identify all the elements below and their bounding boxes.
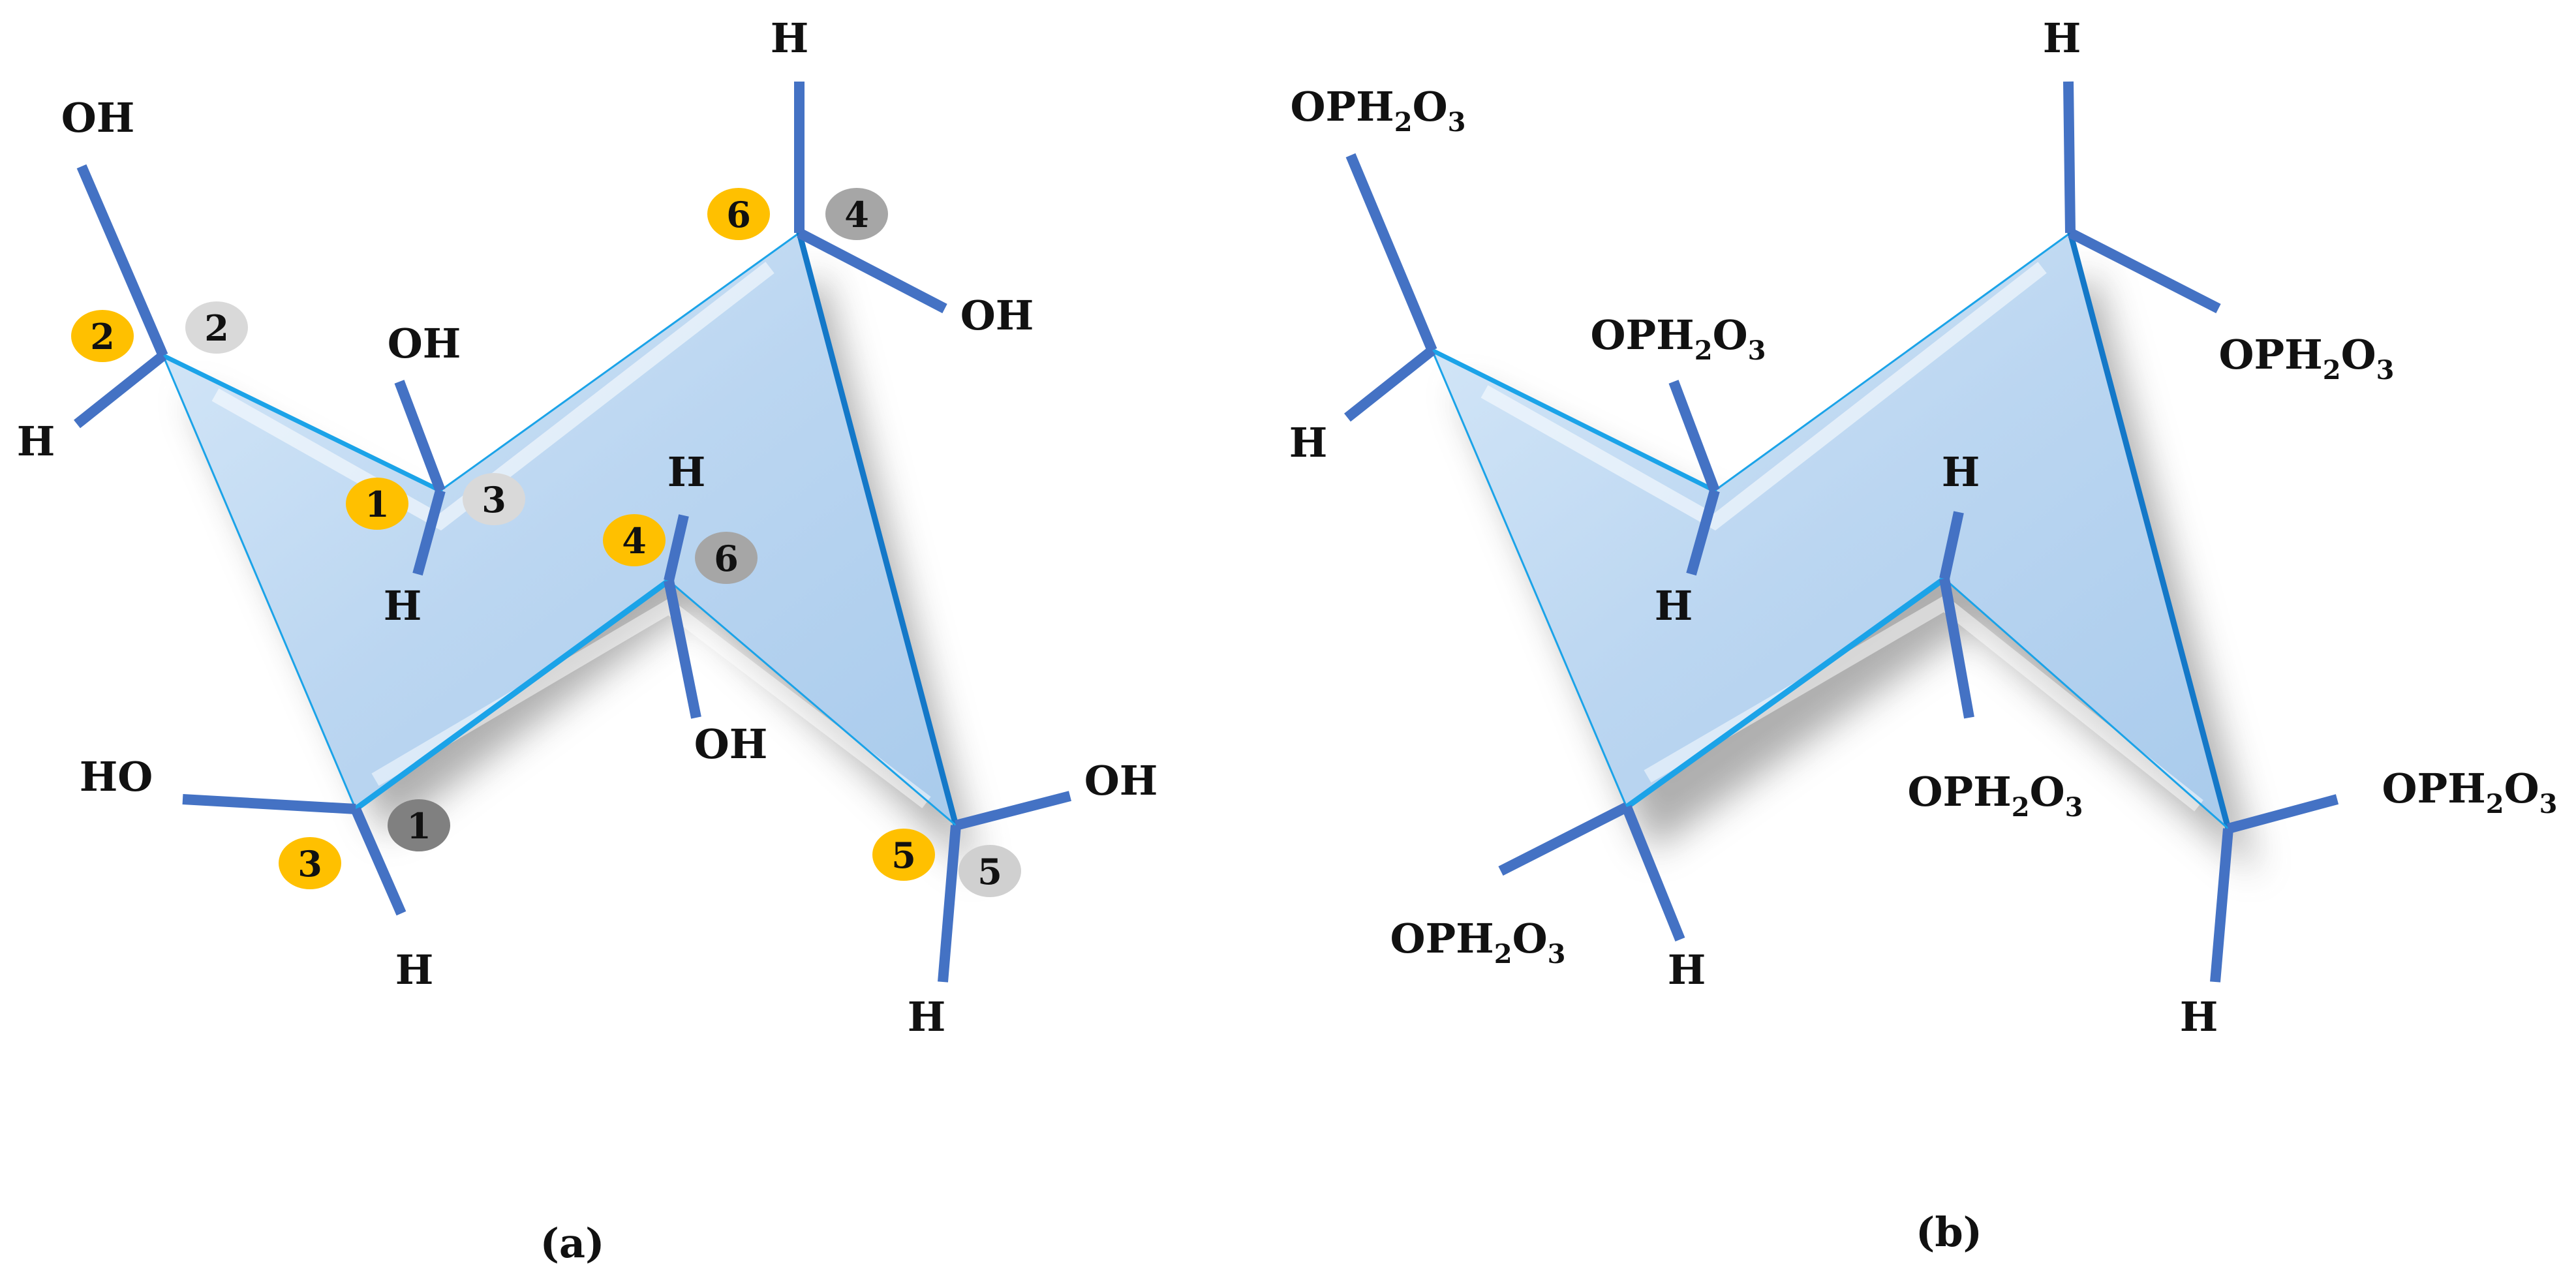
- ring-edges: [161, 230, 959, 829]
- yellow-badge-4: 4: [603, 514, 666, 566]
- panel-a: OH H OH H H OH H OH HO H OH H 2 1 6: [17, 14, 1158, 1267]
- label-oh-right: OH: [1084, 757, 1158, 804]
- label-h-bottom-left: H: [395, 946, 434, 994]
- label-h-bottom-right-b: H: [2180, 993, 2218, 1041]
- ring-edges-b: [1430, 230, 2231, 832]
- label-oph2o3-c4: OPH2O3: [1908, 768, 2083, 823]
- svg-text:2: 2: [204, 307, 229, 349]
- label-oph2o3-top-left: OPH2O3: [1291, 83, 1466, 138]
- svg-text:6: 6: [714, 538, 739, 579]
- label-h-left: H: [17, 418, 55, 465]
- label-h-c4-b: H: [1942, 448, 1980, 496]
- yellow-badge-5: 5: [872, 829, 935, 881]
- yellow-badge-6: 6: [707, 188, 770, 240]
- svg-text:3: 3: [298, 843, 322, 885]
- yellow-badge-1: 1: [346, 478, 408, 530]
- label-oh-top-left: OH: [61, 94, 135, 142]
- substituent-bonds: [74, 82, 1071, 983]
- ring-highlight-b: [1480, 262, 2047, 531]
- label-h-c4: H: [667, 448, 706, 496]
- label-ho-left: HO: [80, 753, 153, 801]
- label-oh-c3: OH: [388, 320, 461, 367]
- label-oph2o3-right: OPH2O3: [2382, 765, 2558, 819]
- yellow-badge-3: 3: [279, 837, 341, 889]
- label-oh-c6: OH: [960, 292, 1034, 339]
- label-h-top: H: [771, 14, 809, 62]
- ring-face: [163, 233, 956, 825]
- label-h-top-b: H: [2043, 14, 2081, 62]
- label-h-c3-b: H: [1655, 582, 1693, 630]
- label-oph2o3-bottom-left: OPH2O3: [1390, 915, 1566, 970]
- svg-text:4: 4: [622, 520, 647, 562]
- grey-badge-1: 1: [388, 799, 450, 851]
- svg-text:3: 3: [482, 479, 506, 521]
- svg-text:5: 5: [977, 851, 1002, 893]
- label-h-bottom-left-b: H: [1668, 946, 1706, 994]
- label-h-c3: H: [384, 582, 422, 630]
- label-oh-c4: OH: [694, 720, 768, 768]
- svg-text:6: 6: [726, 194, 751, 236]
- label-oph2o3-c3: OPH2O3: [1591, 311, 1766, 366]
- grey-badge-5: 5: [958, 845, 1021, 897]
- label-oph2o3-c6: OPH2O3: [2219, 331, 2395, 386]
- svg-text:2: 2: [90, 316, 115, 358]
- svg-text:1: 1: [365, 483, 390, 525]
- caption-a: (a): [540, 1219, 605, 1267]
- label-h-left-b: H: [1289, 419, 1328, 466]
- svg-text:4: 4: [844, 194, 869, 236]
- grey-badge-2: 2: [185, 301, 248, 354]
- grey-badge-3: 3: [463, 473, 525, 525]
- panel-b: OPH2O3 H OPH2O3 H H OPH2O3 H OPH2O3 OPH2…: [1289, 14, 2558, 1256]
- svg-text:5: 5: [891, 834, 916, 876]
- substituent-bonds-b: [1344, 81, 2339, 983]
- caption-b: (b): [1916, 1208, 1982, 1256]
- ring-face-b: [1432, 233, 2228, 829]
- label-h-bottom-right: H: [908, 993, 946, 1041]
- grey-badges: 2 3 4 6 1 5: [185, 188, 1021, 897]
- grey-badge-6: 6: [695, 532, 758, 584]
- yellow-badge-2: 2: [71, 310, 134, 362]
- grey-badge-4: 4: [825, 188, 888, 240]
- yellow-badges: 2 1 6 4 3 5: [71, 188, 935, 889]
- svg-text:1: 1: [406, 805, 431, 847]
- ring-highlight: [211, 262, 774, 531]
